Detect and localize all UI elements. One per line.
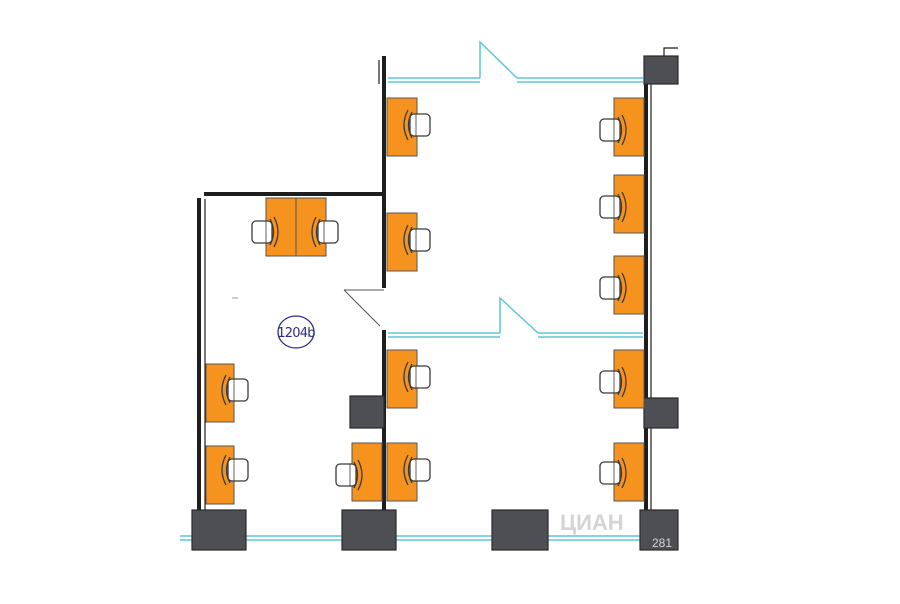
chairs — [221, 109, 627, 491]
window-top — [388, 40, 643, 83]
column-bottom-2 — [341, 509, 397, 551]
column-center — [349, 395, 385, 429]
door-swing — [343, 289, 384, 327]
watermark-number: 281 — [652, 536, 672, 550]
window-bottom — [180, 535, 640, 541]
watermark: ЦИАН 281 — [560, 510, 672, 550]
columns — [191, 55, 679, 551]
room-label-ellipse — [277, 315, 315, 349]
desk — [205, 445, 235, 505]
walls — [197, 56, 648, 510]
window-middle-partition — [388, 296, 643, 338]
column-bottom-3 — [491, 509, 549, 551]
wall-inner-lines — [204, 47, 678, 510]
room-label: 1204b — [277, 315, 316, 349]
watermark-text: ЦИАН — [560, 510, 624, 535]
column-top-right — [643, 55, 679, 85]
column-bottom-4 — [639, 509, 679, 551]
windows — [180, 40, 643, 550]
column-mid-right — [643, 397, 679, 429]
column-bottom-1 — [191, 509, 247, 551]
desks — [205, 97, 645, 505]
room-label-text: 1204b — [277, 326, 315, 341]
